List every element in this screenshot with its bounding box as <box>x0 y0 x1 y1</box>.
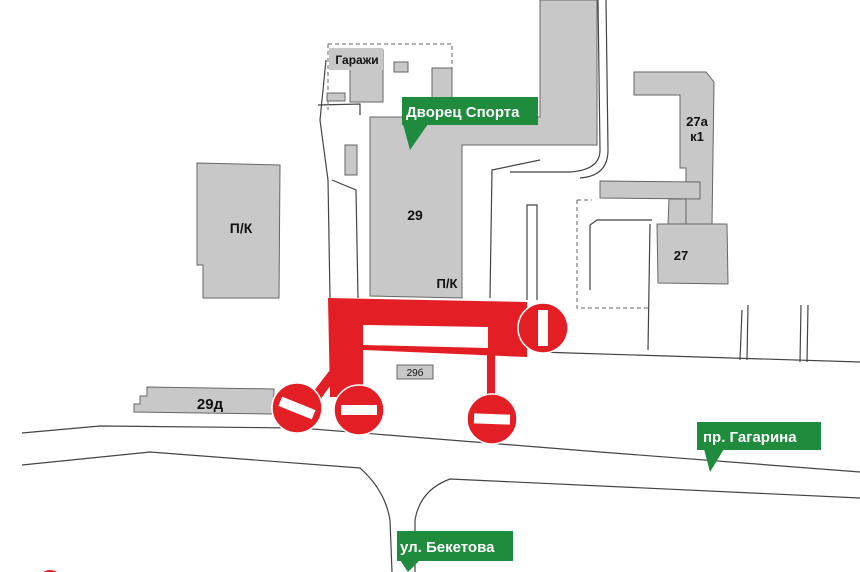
roads <box>21 0 860 572</box>
building-29 <box>369 0 598 299</box>
building-27 <box>656 223 729 285</box>
garages-label: Гаражи <box>335 53 378 67</box>
no-entry-sign <box>466 393 518 445</box>
building-pk-left <box>196 162 281 299</box>
beketova-label: ул. Бекетова <box>400 539 495 556</box>
buildings: П/К 29 П/К 27а к1 27 29д 29б <box>133 0 729 415</box>
building-27-label: 27 <box>674 248 688 263</box>
gagarina-label-tag: пр. Гагарина <box>697 422 821 472</box>
pk-left-label: П/К <box>230 220 253 236</box>
building-27a-label: 27а <box>686 114 708 129</box>
building-29d-label: 29д <box>197 396 224 413</box>
palace-label: Дворец Спорта <box>406 104 520 121</box>
pk-29-label: П/К <box>437 276 458 291</box>
gagarina-label: пр. Гагарина <box>703 429 797 446</box>
building-29b-label: 29б <box>407 367 424 379</box>
building-29b <box>396 364 434 380</box>
garages-area: Гаражи <box>326 43 453 176</box>
no-entry-sign <box>517 302 569 354</box>
no-entry-sign <box>333 384 385 436</box>
beketova-label-tag: ул. Бекетова <box>397 531 513 572</box>
building-27a-k-label: к1 <box>690 129 704 144</box>
no-entry-sign <box>271 382 323 434</box>
palace-label-tag: Дворец Спорта <box>402 97 538 150</box>
building-29-label: 29 <box>407 207 423 223</box>
closure-zone <box>310 298 527 405</box>
